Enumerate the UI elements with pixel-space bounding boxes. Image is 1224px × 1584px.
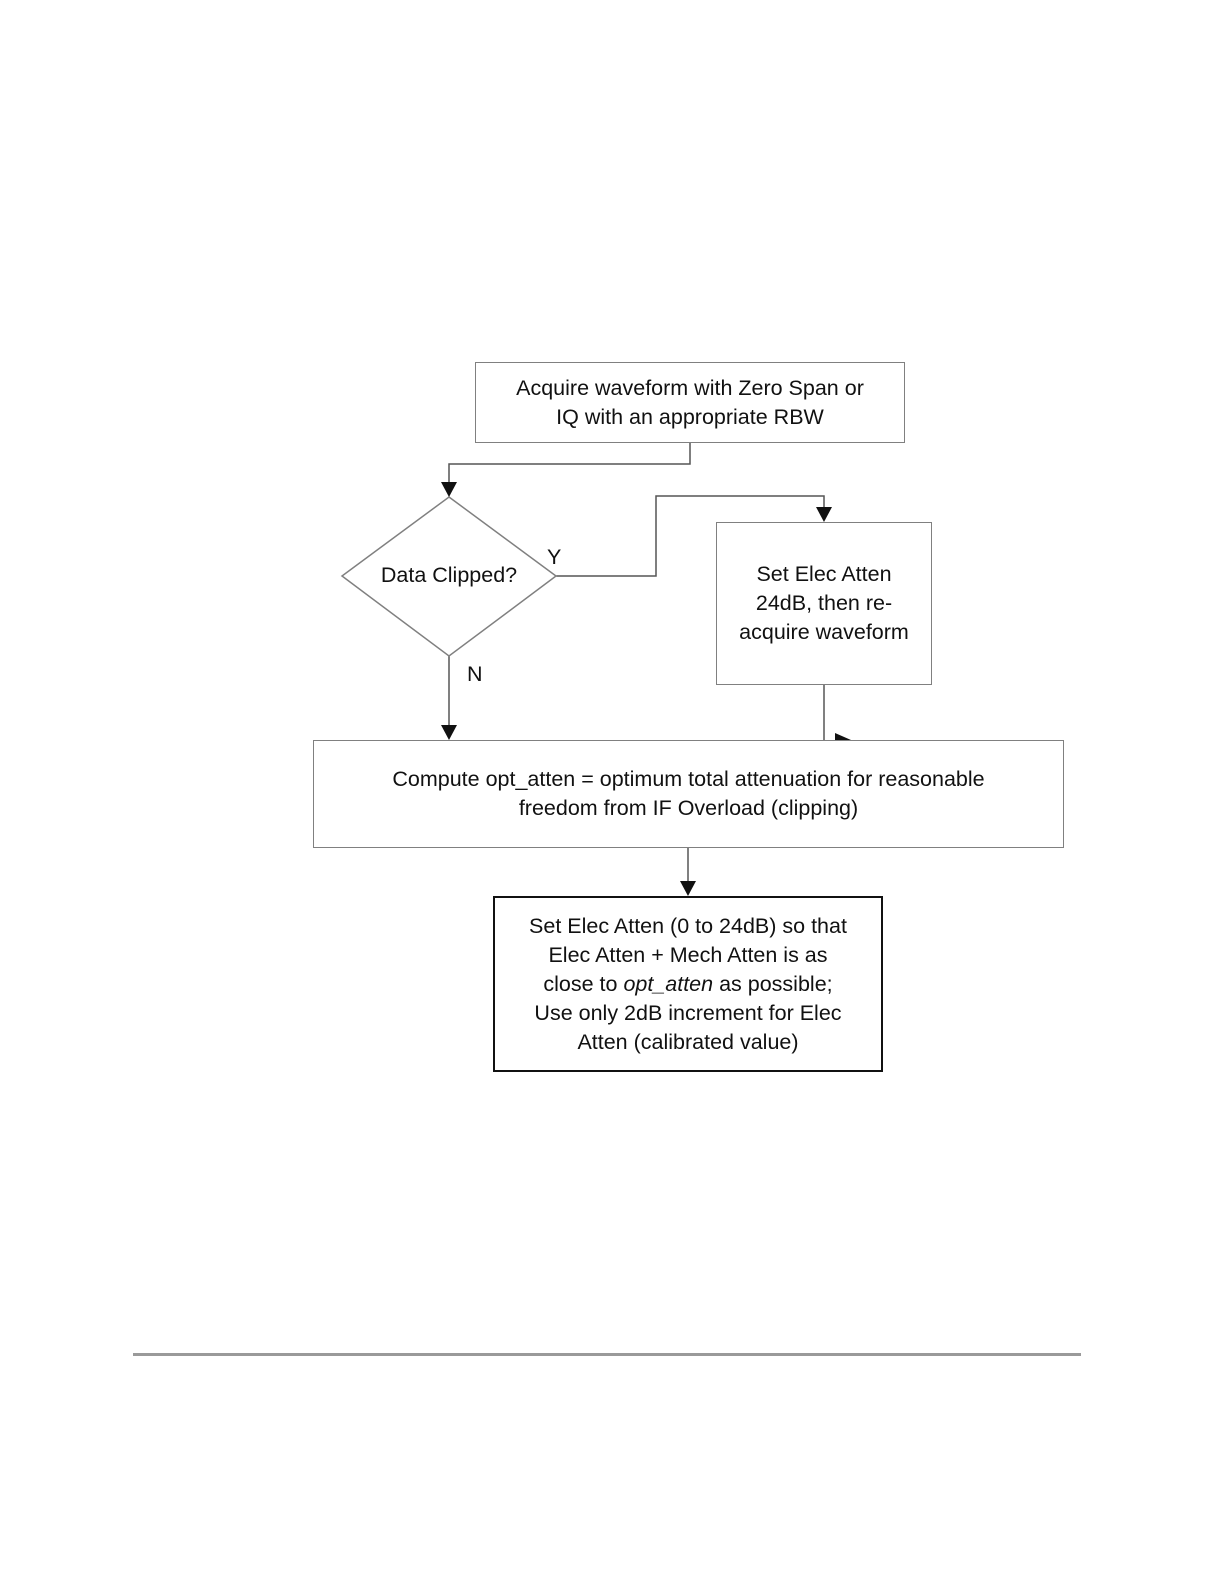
yes-branch-label: Y xyxy=(547,545,562,569)
set-elec-24-line-2: 24dB, then re- xyxy=(755,591,893,615)
acquire-text-line-1: Acquire waveform with Zero Span or xyxy=(516,375,864,400)
compute-opt-atten-box: Compute opt_atten = optimum total attenu… xyxy=(313,740,1064,848)
compute-text-line-2: freedom from IF Overload (clipping) xyxy=(518,796,859,820)
arrow-yes-to-set-elec xyxy=(556,495,825,577)
arrow-acquire-to-decision xyxy=(448,443,691,484)
set-elec-24-line-3: acquire waveform xyxy=(739,620,909,644)
set-elec-atten-24db-box: Set Elec Atten 24dB, then re- acquire wa… xyxy=(716,522,932,685)
final-text-line-1: Set Elec Atten (0 to 24dB) so that xyxy=(529,913,847,938)
arrowhead-compute-left xyxy=(441,725,457,740)
arrowhead-set-elec xyxy=(816,507,832,522)
arrowhead-final xyxy=(680,881,696,896)
acquire-text-line-2: IQ with an appropriate RBW xyxy=(556,404,824,429)
final-text-line-3: close to opt_atten as possible; xyxy=(529,970,847,999)
set-elec-24-line-1: Set Elec Atten xyxy=(756,562,892,586)
arrowhead-decision xyxy=(441,482,457,497)
final-text-line-2: Elec Atten + Mech Atten is as xyxy=(548,942,828,967)
compute-text-line-1: Compute opt_atten = optimum total attenu… xyxy=(392,767,985,791)
set-elec-atten-final-box: Set Elec Atten (0 to 24dB) so that Elec … xyxy=(493,896,883,1072)
final-text-line-3-pre: close to xyxy=(543,971,624,996)
decision-diamond xyxy=(340,496,558,657)
decision-label: Data Clipped? xyxy=(380,563,518,587)
final-text-line-5: Atten (calibrated value) xyxy=(577,1029,799,1054)
acquire-waveform-box: Acquire waveform with Zero Span or IQ wi… xyxy=(475,362,905,443)
final-text-line-4: Use only 2dB increment for Elec xyxy=(534,1000,842,1025)
final-text-opt-atten: opt_atten xyxy=(623,971,714,996)
footer-divider xyxy=(133,1353,1081,1356)
no-branch-label: N xyxy=(467,662,483,686)
final-text-line-3-post: as possible; xyxy=(713,971,833,996)
